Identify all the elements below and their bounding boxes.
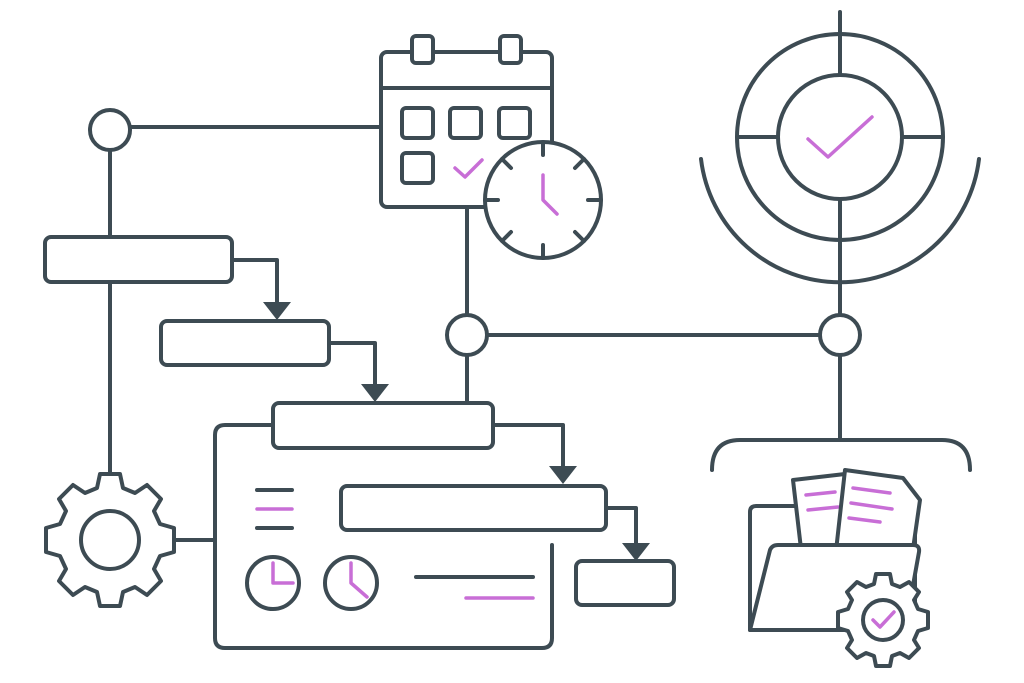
clock-icon	[483, 140, 603, 260]
bracket	[710, 438, 972, 472]
pie-chart-icon	[245, 555, 301, 611]
task-bar-3	[271, 401, 495, 450]
gantt-flow-lower	[271, 401, 676, 607]
task-bar-4	[339, 484, 608, 532]
arrow-down-icon	[549, 466, 577, 484]
gantt-flow	[43, 235, 389, 402]
connectors	[108, 125, 842, 542]
pie-chart-icon	[323, 555, 379, 611]
check-icon	[871, 610, 896, 629]
arrow-down-icon	[263, 302, 291, 320]
gear-icon	[44, 472, 176, 608]
node-circle-icon	[818, 313, 862, 357]
node-circle-icon	[445, 313, 489, 357]
target-check-icon	[699, 10, 981, 285]
folder-documents-icon	[748, 468, 922, 632]
task-bar-5	[574, 559, 676, 607]
dashboard-panel-icon	[213, 423, 554, 650]
arrow-down-icon	[361, 384, 389, 402]
gear-check-icon	[836, 572, 930, 668]
task-bar-2	[159, 319, 331, 367]
node-circle-icon	[88, 108, 132, 152]
check-icon	[806, 115, 874, 159]
task-bar-1	[43, 235, 234, 284]
arrow-down-icon	[622, 543, 650, 561]
check-icon	[453, 158, 484, 179]
